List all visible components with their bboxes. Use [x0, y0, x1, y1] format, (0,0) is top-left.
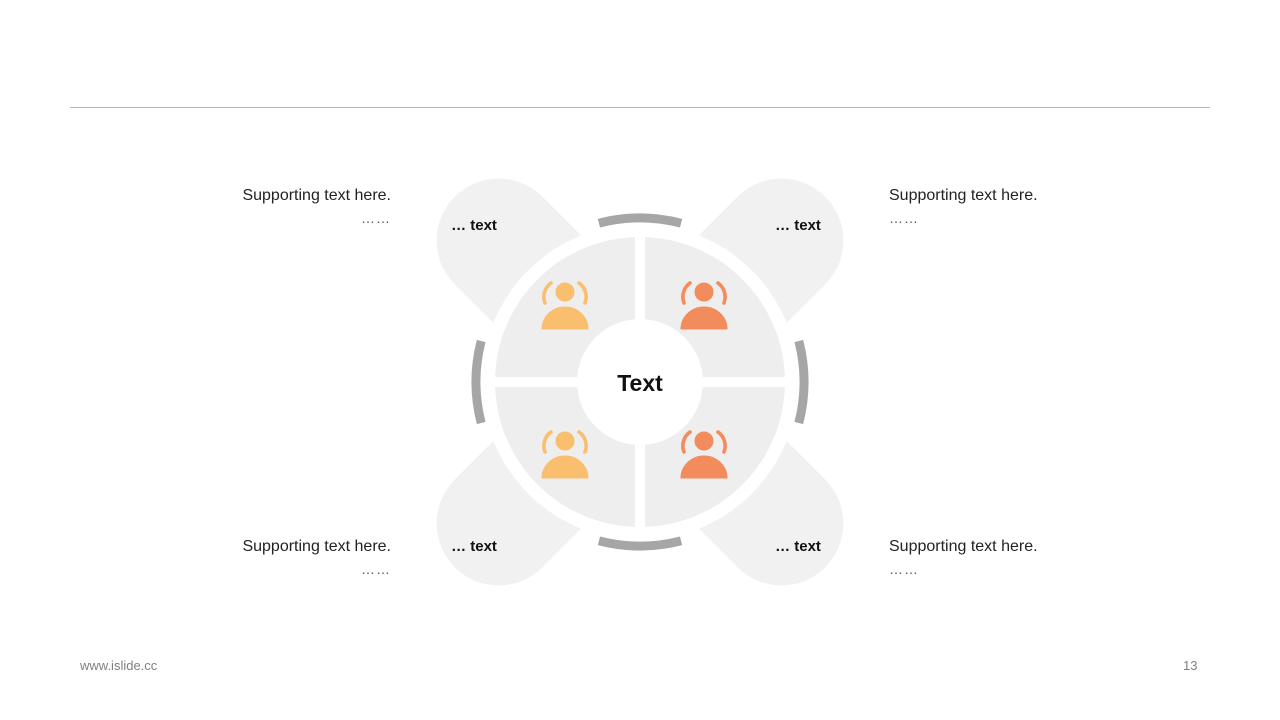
- support-text-ellipsis: ……: [361, 561, 391, 577]
- footer-url[interactable]: www.islide.cc: [80, 658, 158, 673]
- support-text-bottom-left: Supporting text here. ……: [242, 536, 391, 580]
- petal-label-bottom-right: … text: [775, 538, 821, 555]
- support-text-main: Supporting text here.: [242, 187, 391, 204]
- support-text-ellipsis: ……: [889, 210, 919, 226]
- center-circle: [577, 319, 703, 445]
- arc-top: [597, 213, 683, 228]
- header-divider: [70, 107, 1210, 108]
- support-text-main: Supporting text here.: [889, 187, 1038, 204]
- support-text-top-left: Supporting text here. ……: [242, 185, 391, 229]
- support-text-ellipsis: ……: [361, 210, 391, 226]
- petal-label-top-left: … text: [451, 217, 497, 234]
- center-label: Text: [617, 370, 663, 396]
- support-text-main: Supporting text here.: [242, 538, 391, 555]
- arc-right: [794, 339, 809, 425]
- support-text-bottom-right: Supporting text here. ……: [889, 536, 1038, 580]
- support-text-main: Supporting text here.: [889, 538, 1038, 555]
- support-text-top-right: Supporting text here. ……: [889, 185, 1038, 229]
- arc-left: [471, 339, 486, 425]
- support-text-ellipsis: ……: [889, 561, 919, 577]
- outer-arcs: [471, 213, 809, 551]
- arc-bottom: [597, 536, 683, 551]
- page-number: 13: [1183, 658, 1198, 673]
- petal-label-bottom-left: … text: [451, 538, 497, 555]
- petal-label-top-right: … text: [775, 217, 821, 234]
